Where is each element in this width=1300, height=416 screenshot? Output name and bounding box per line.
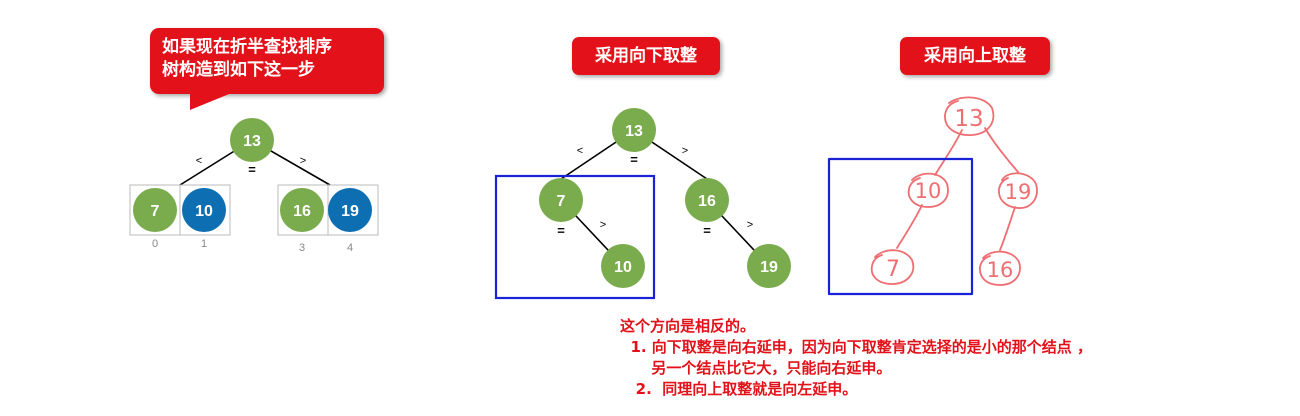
- note-line-0: 这个方向是相反的。: [620, 317, 756, 335]
- floor-highlight-frame: [494, 174, 656, 300]
- ceil-left-left-node: [870, 249, 915, 285]
- note-line-3: 2. 同理向上取整就是向左延申。: [620, 380, 858, 398]
- cell-index-0: 0: [152, 238, 158, 250]
- cell-node-16: [280, 188, 324, 232]
- left-lt-sign: <: [196, 155, 202, 167]
- floor-left-node: [539, 178, 583, 222]
- ceil-edge-root-left: [934, 129, 963, 176]
- floor-title: 采用向下取整: [572, 37, 720, 75]
- cell-node-19-label: 19: [341, 203, 359, 220]
- cell-node-7-label: 7: [151, 203, 160, 220]
- ceil-highlight-frame: [827, 157, 974, 296]
- array-cell-1: [179, 184, 231, 236]
- ceil-right-label: 19: [1005, 180, 1032, 204]
- cell-node-7: [133, 188, 177, 232]
- left-eq-sign: =: [248, 162, 256, 177]
- callout-line-1: 如果现在折半查找排序: [162, 37, 332, 57]
- callout-tail: [190, 92, 234, 110]
- cell-node-16-label: 16: [293, 203, 311, 220]
- floor-left-right-node: [601, 244, 645, 288]
- ceil-root-label: 13: [954, 106, 983, 132]
- floor-right-right-label: 19: [760, 259, 778, 276]
- floor-eq-left: =: [557, 223, 565, 238]
- note-line-1: 1. 向下取整是向右延申，因为向下取整肯定选择的是小的那个结点 ，: [620, 338, 1093, 356]
- explanation-note: 这个方向是相反的。 1. 向下取整是向右延申，因为向下取整肯定选择的是小的那个结…: [620, 316, 1092, 400]
- ceil-title: 采用向上取整: [900, 37, 1050, 75]
- floor-gt-sign-right: >: [747, 219, 753, 231]
- cell-node-10: [182, 188, 226, 232]
- floor-root-label: 13: [625, 123, 643, 140]
- ceil-right-left-label: 16: [987, 258, 1014, 282]
- ceil-left-node: [907, 172, 949, 208]
- ceil-edge-root-right: [984, 127, 1019, 173]
- floor-left-right-label: 10: [614, 259, 632, 276]
- ceil-root-node: [944, 96, 995, 136]
- floor-eq-right: =: [703, 223, 711, 238]
- ceil-tree: 13 10 19 7 16: [827, 96, 1038, 296]
- cell-node-10-label: 10: [195, 203, 213, 220]
- cell-index-3: 3: [299, 242, 305, 254]
- floor-left-label: 7: [557, 193, 566, 210]
- floor-gt-sign-left: >: [600, 219, 606, 231]
- floor-lt-sign: <: [577, 145, 583, 157]
- floor-eq-root: =: [630, 152, 638, 167]
- floor-gt-sign-root: >: [682, 145, 688, 157]
- floor-right-label: 16: [698, 193, 716, 210]
- left-root-label: 13: [243, 133, 261, 150]
- cell-node-19: [328, 188, 372, 232]
- ceil-edge-right-left: [999, 206, 1016, 251]
- floor-right-right-node: [747, 244, 791, 288]
- ceil-right-node: [998, 172, 1038, 209]
- left-gt-sign: >: [300, 155, 306, 167]
- floor-right-node: [685, 178, 729, 222]
- floor-root-node: [612, 108, 656, 152]
- floor-tree: 13 7 10 16 19 < > = > = > =: [494, 108, 791, 300]
- ceil-left-left-label: 7: [886, 257, 900, 282]
- left-tree: 13 < > = 7 10 16 19 0 1 3 4: [129, 118, 379, 254]
- callout-line-2: 树构造到如下这一步: [162, 60, 315, 80]
- ceil-left-label: 10: [915, 179, 942, 203]
- left-root-node: [230, 118, 274, 162]
- ceil-right-left-node: [979, 250, 1021, 286]
- cell-index-1: 1: [201, 238, 207, 250]
- callout-bubble: 如果现在折半查找排序 树构造到如下这一步: [150, 28, 384, 94]
- note-line-2: 另一个结点比它大，只能向右延申。: [620, 359, 892, 377]
- cell-index-4: 4: [347, 242, 353, 254]
- ceil-edge-left-left: [896, 204, 923, 249]
